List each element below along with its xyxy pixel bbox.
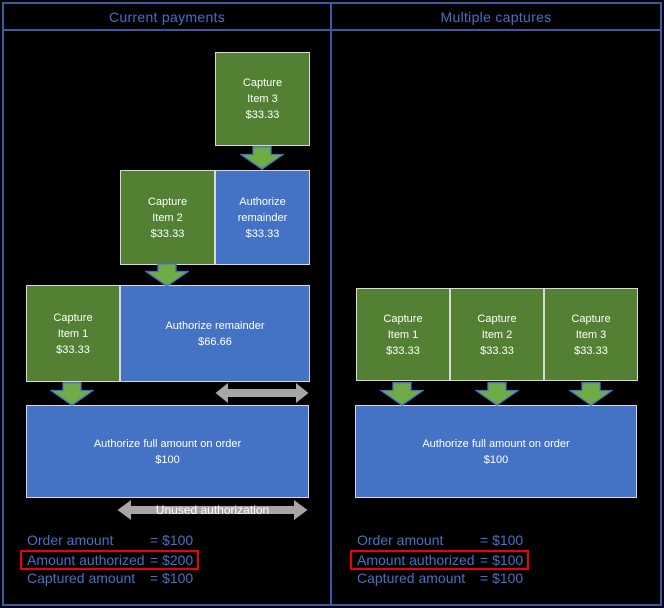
authorize-remainder-33-box: Authorize remainder $33.33 — [215, 170, 310, 265]
box-line: Capture — [242, 77, 283, 89]
box-line: Item 1 — [57, 327, 89, 340]
box-amount: $33.33 — [56, 343, 90, 356]
box-amount: $33.33 — [480, 344, 514, 357]
red-highlight-box: Amount authorized = $100 — [350, 550, 530, 570]
summary-label: Amount authorized — [27, 552, 145, 568]
down-arrow-icon — [50, 382, 94, 406]
unused-authorization-label: Unused authorization — [155, 503, 270, 517]
capture-item-3-box: Capture Item 3 $33.33 — [215, 52, 310, 146]
box-amount: $33.33 — [150, 227, 185, 240]
box-amount: $33.33 — [245, 227, 280, 240]
authorize-full-amount-box-left: Authorize full amount on order $100 — [26, 405, 309, 498]
box-amount: $100 — [155, 453, 180, 466]
down-arrow-icon — [145, 263, 189, 287]
left-panel-title: Current payments — [108, 9, 226, 25]
down-arrow-icon — [569, 382, 613, 406]
summary-row: Captured amount = $100 — [357, 569, 657, 588]
summary-label: Order amount — [357, 532, 444, 548]
capture-item-3-box-right: Capture Item 3 $33.33 — [544, 288, 638, 381]
box-amount: $33.33 — [245, 109, 280, 121]
red-highlight-box: Amount authorized = $200 — [20, 550, 200, 570]
down-arrow-icon — [380, 382, 424, 406]
down-arrow-icon — [240, 146, 284, 170]
box-line: Authorize remainder — [165, 319, 265, 332]
box-line: Item 2 — [481, 328, 513, 341]
capture-item-1-box: Capture Item 1 $33.33 — [26, 285, 120, 382]
authorize-remainder-66-box: Authorize remainder $66.66 — [120, 285, 310, 382]
box-line: Capture — [571, 312, 611, 325]
box-line: remainder — [237, 211, 288, 224]
box-line: Authorize full amount on order — [422, 437, 570, 450]
capture-item-2-box-right: Capture Item 2 $33.33 — [450, 288, 544, 381]
box-amount: $33.33 — [386, 344, 420, 357]
box-amount: $33.33 — [574, 344, 608, 357]
box-line: Item 2 — [152, 211, 183, 224]
box-line: Capture — [53, 311, 93, 324]
unused-authorization-arrow-icon — [117, 500, 308, 520]
box-line: Capture — [383, 312, 423, 325]
left-summary: Order amount = $100 Amount authorized = $2… — [20, 531, 327, 588]
summary-label: Amount authorized — [357, 552, 475, 568]
right-summary: Order amount = $100 Amount authorized = $1… — [350, 531, 657, 588]
down-arrow-icon — [475, 382, 519, 406]
title-separator — [4, 29, 660, 31]
summary-label: Captured amount — [27, 570, 136, 586]
box-line: Item 3 — [247, 93, 278, 105]
right-panel-title: Multiple captures — [440, 9, 552, 25]
summary-row-highlighted: Amount authorized = $200 — [20, 550, 327, 570]
box-line: Capture — [147, 195, 188, 208]
box-line: Item 3 — [575, 328, 607, 341]
box-line: Authorize — [239, 195, 286, 208]
panel-divider — [330, 4, 332, 604]
box-line: Capture — [477, 312, 517, 325]
summary-row: Captured amount = $100 — [27, 569, 327, 588]
capture-item-2-box: Capture Item 2 $33.33 — [120, 170, 215, 265]
summary-label: Order amount — [27, 532, 114, 548]
authorize-full-amount-box-right: Authorize full amount on order $100 — [355, 405, 637, 498]
summary-value: = $100 — [480, 570, 524, 586]
summary-value: = $100 — [150, 570, 194, 586]
summary-value: = $100 — [480, 552, 524, 568]
box-amount: $100 — [483, 453, 509, 466]
box-line: Authorize full amount on order — [93, 437, 242, 450]
summary-value: = $100 — [150, 532, 194, 548]
summary-value: = $200 — [150, 552, 194, 568]
double-arrow-icon — [215, 383, 309, 403]
summary-row: Order amount = $100 — [27, 531, 327, 550]
summary-row: Order amount = $100 — [357, 531, 657, 550]
summary-label: Captured amount — [357, 570, 466, 586]
summary-row-highlighted: Amount authorized = $100 — [350, 550, 657, 570]
box-amount: $66.66 — [198, 335, 232, 348]
capture-item-1-box-right: Capture Item 1 $33.33 — [356, 288, 450, 381]
box-line: Item 1 — [387, 328, 419, 341]
summary-value: = $100 — [480, 532, 524, 548]
